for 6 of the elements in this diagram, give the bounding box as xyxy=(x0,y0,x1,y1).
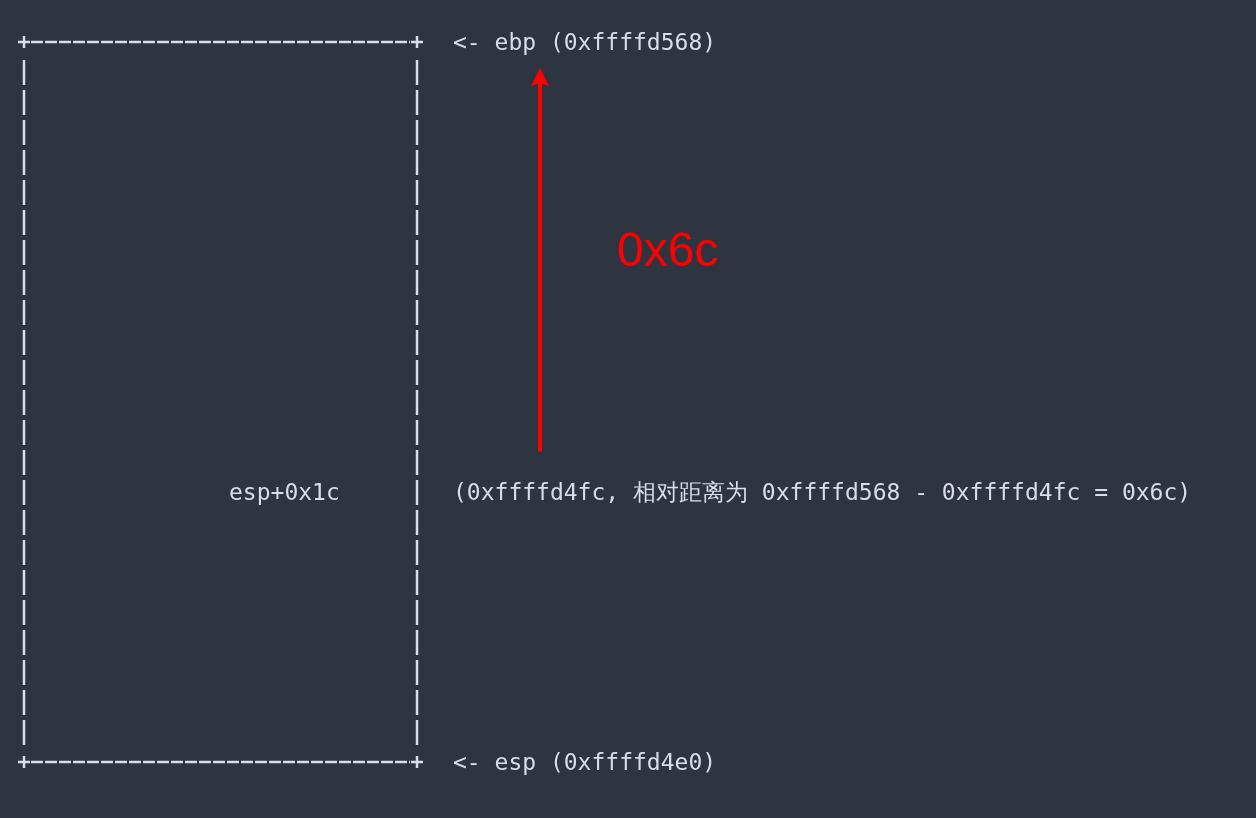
pointer-label: <- ebp (0xffffd568) xyxy=(453,28,717,57)
stack-offset-text: esp+0x1c xyxy=(229,478,340,507)
pointer-label: <- esp (0xffffd4e0) xyxy=(453,748,717,777)
address-note: (0xffffd4fc, 相对距离为 0xffffd568 - 0xffffd4fc = 0x6c) xyxy=(453,478,1192,507)
stack-frame-box xyxy=(16,34,426,770)
distance-label: 0x6c xyxy=(617,222,719,278)
